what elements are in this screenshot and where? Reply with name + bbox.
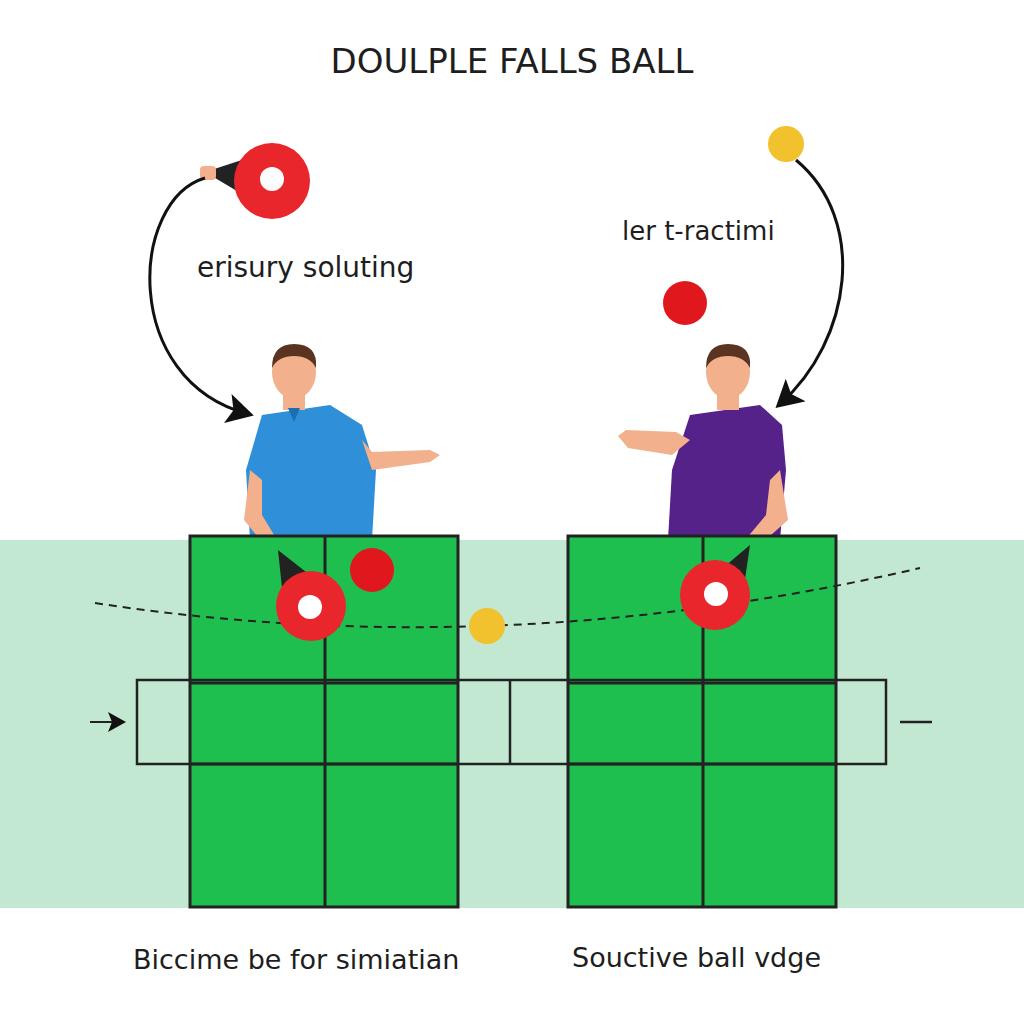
- curved-arrow: [150, 178, 248, 414]
- paddle-left: [276, 550, 346, 641]
- floor-band: [0, 540, 1024, 908]
- curved-arrow: [780, 160, 843, 404]
- annotation-label: Souctive ball vdge: [572, 942, 821, 973]
- left-table: [190, 536, 458, 907]
- yellow-ball: [469, 608, 505, 644]
- red-ball: [350, 548, 394, 592]
- net-frame: [90, 680, 932, 764]
- annotation-label: Biccime be for simiatian: [133, 944, 459, 975]
- yellow-ball: [768, 126, 804, 162]
- right-player: [618, 344, 788, 552]
- paddle-right: [680, 545, 750, 630]
- ball-path: [95, 568, 920, 627]
- paddle-top: [200, 143, 310, 219]
- right-table: [568, 536, 836, 907]
- diagram-title: DOULPLE FALLS BALL: [331, 42, 694, 81]
- annotation-label: erisury soluting: [197, 252, 414, 284]
- left-player: [244, 344, 440, 552]
- red-ball: [663, 281, 707, 325]
- annotation-label: ler t-ractimi: [622, 217, 775, 247]
